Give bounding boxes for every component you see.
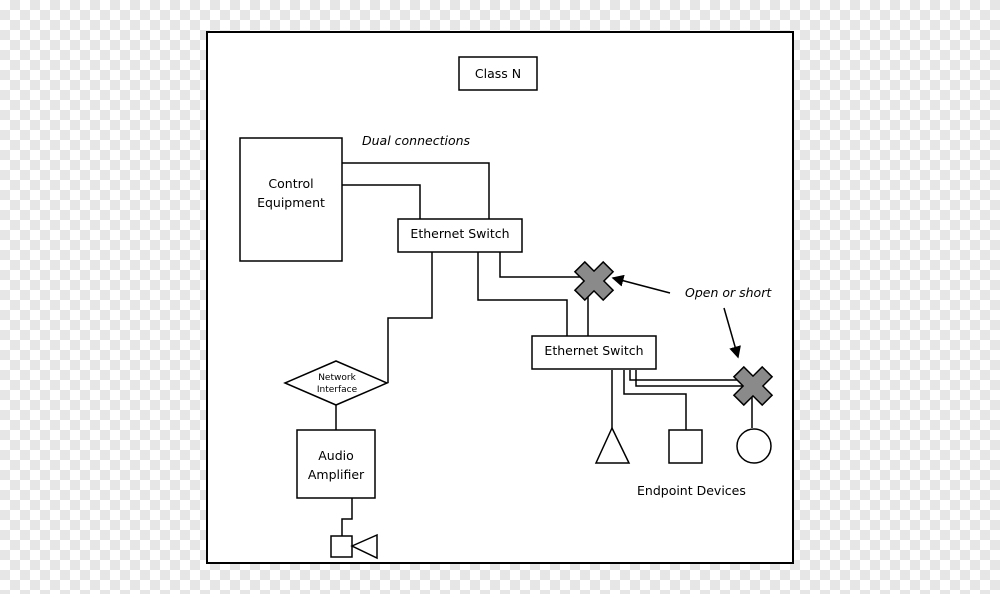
link-switch2-circle-a xyxy=(629,370,753,428)
endpoint-devices-label: Endpoint Devices xyxy=(637,483,746,498)
link-switch1-switch2-a xyxy=(499,252,589,336)
endpoint-square-icon xyxy=(668,429,703,464)
link-switch1-network-interface xyxy=(387,252,433,383)
arrow-to-fault-1 xyxy=(611,274,671,294)
connection-lines xyxy=(335,162,753,536)
ethernet-switch-2-label: Ethernet Switch xyxy=(544,343,643,358)
audio-amplifier-box: Audio Amplifier xyxy=(296,429,376,499)
ethernet-switch-1-label: Ethernet Switch xyxy=(410,226,509,241)
audio-amplifier-label-1: Audio xyxy=(318,448,354,463)
endpoint-circle-icon xyxy=(736,428,772,464)
network-interface-label-1: Network xyxy=(318,373,356,383)
ethernet-switch-1: Ethernet Switch xyxy=(397,218,523,253)
link-control-switch1-a xyxy=(342,162,490,219)
link-switch2-square xyxy=(623,370,687,430)
network-interface-diamond: Network Interface xyxy=(283,360,389,406)
arrow-to-fault-2 xyxy=(723,307,741,359)
link-amplifier-speaker xyxy=(341,498,353,536)
control-equipment-box: Control Equipment xyxy=(239,137,343,262)
control-equipment-label-2: Equipment xyxy=(257,195,325,210)
control-equipment-label-1: Control xyxy=(268,176,313,191)
speaker-icon xyxy=(330,533,378,560)
class-title-box: Class N xyxy=(458,56,538,91)
endpoint-triangle-icon xyxy=(594,426,631,464)
link-switch2-circle-b xyxy=(635,370,746,387)
fault-x-icon-1 xyxy=(573,260,615,302)
network-interface-label-2: Interface xyxy=(317,385,358,395)
class-title: Class N xyxy=(475,66,521,81)
fault-x-icon-2 xyxy=(732,365,774,407)
link-control-switch1-b xyxy=(342,184,421,219)
link-switch1-switch2-b xyxy=(477,252,568,336)
dual-connections-label: Dual connections xyxy=(362,133,471,148)
open-or-short-label: Open or short xyxy=(685,285,772,300)
ethernet-switch-2: Ethernet Switch xyxy=(531,335,657,370)
audio-amplifier-label-2: Amplifier xyxy=(308,467,365,482)
